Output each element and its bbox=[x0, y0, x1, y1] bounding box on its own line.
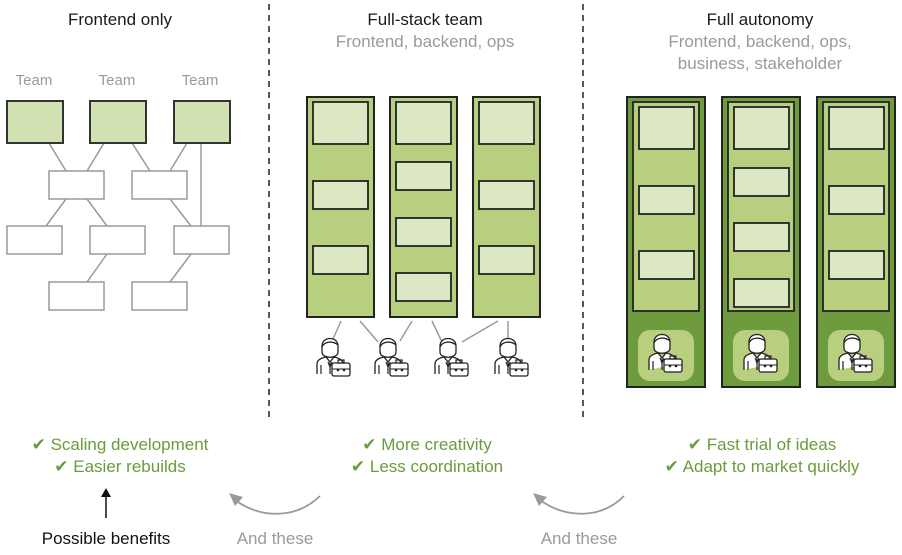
section-title: Full-stack team bbox=[367, 10, 482, 29]
dependency-lines bbox=[45, 142, 202, 283]
team-box bbox=[89, 100, 147, 144]
benefit-item: ✔ Easier rebuilds bbox=[54, 457, 185, 476]
stakeholder-lines bbox=[332, 320, 509, 343]
section-full-autonomy: Full autonomy Frontend, backend, ops, bu… bbox=[533, 10, 896, 548]
team-label: Team bbox=[182, 72, 219, 89]
section-title: Full autonomy bbox=[707, 10, 814, 29]
section-title: Frontend only bbox=[68, 10, 172, 29]
arrow-up-icon bbox=[101, 488, 111, 518]
arrowhead bbox=[533, 493, 547, 506]
autonomous-team-column bbox=[721, 96, 801, 388]
team-label: Team bbox=[99, 72, 136, 89]
autonomous-team-column bbox=[626, 96, 706, 388]
stakeholder-icon bbox=[316, 337, 351, 377]
section-frontend-only: Frontend only Team Team Team bbox=[6, 10, 231, 548]
autonomous-team-column bbox=[816, 96, 896, 388]
team-column bbox=[389, 96, 458, 318]
service-boxes bbox=[6, 170, 230, 311]
arrowhead bbox=[229, 493, 243, 506]
team-box bbox=[173, 100, 231, 144]
and-these-caption: And these bbox=[541, 529, 618, 548]
possible-benefits-caption: Possible benefits bbox=[42, 529, 171, 548]
benefit-item: ✔ Scaling development bbox=[32, 435, 209, 454]
section-subtitle: Frontend, backend, ops, bbox=[668, 32, 851, 51]
and-these-caption: And these bbox=[237, 529, 314, 548]
curved-arrow-left-icon bbox=[539, 495, 625, 515]
stakeholder-icon bbox=[374, 337, 409, 377]
section-subtitle: Frontend, backend, ops bbox=[336, 32, 515, 51]
benefit-item: ✔ Fast trial of ideas bbox=[688, 435, 836, 454]
benefit-item: ✔ Adapt to market quickly bbox=[665, 457, 860, 476]
section-full-stack-team: Full-stack team Frontend, backend, ops bbox=[229, 10, 541, 548]
stakeholder-icon bbox=[494, 337, 529, 377]
curved-arrow-left-icon bbox=[234, 495, 321, 515]
stakeholder-icon bbox=[434, 337, 469, 377]
team-column bbox=[306, 96, 375, 318]
section-subtitle: business, stakeholder bbox=[678, 54, 843, 73]
benefit-item: ✔ More creativity bbox=[362, 435, 492, 454]
team-label: Team bbox=[16, 72, 53, 89]
benefit-item: ✔ Less coordination bbox=[351, 457, 503, 476]
team-box bbox=[6, 100, 64, 144]
team-column bbox=[472, 96, 541, 318]
